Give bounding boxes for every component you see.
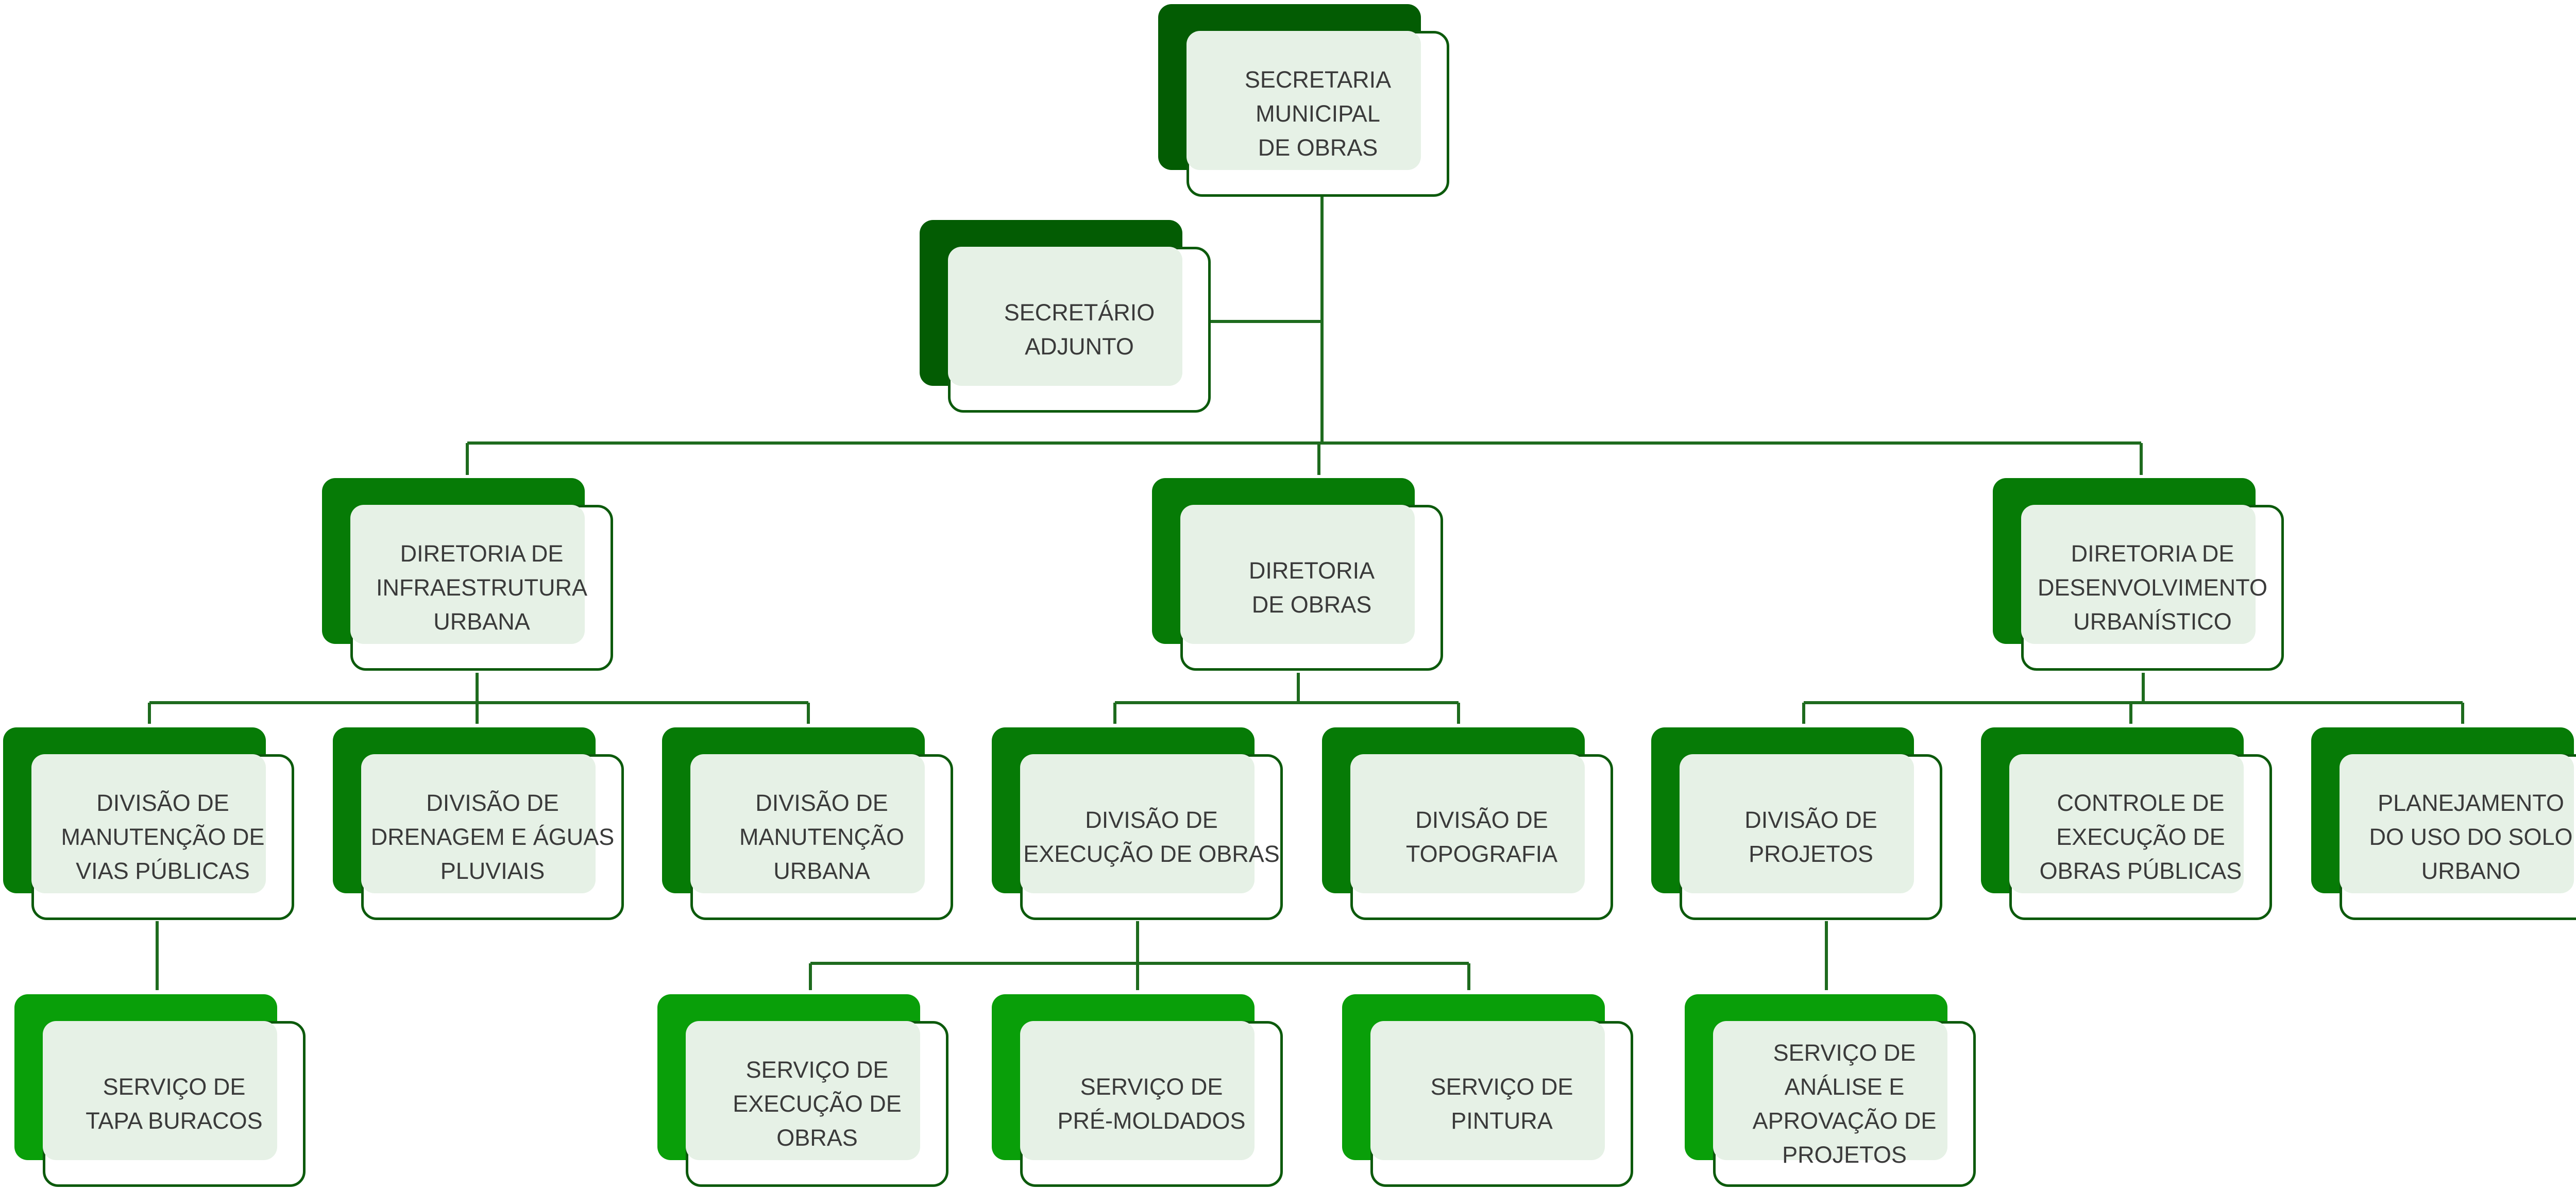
org-node-div-execucao: DIVISÃO DE EXECUÇÃO DE OBRAS — [992, 727, 1283, 920]
node-overlap-tint — [1370, 1021, 1605, 1160]
org-node-serv-pre-moldados: SERVIÇO DE PRÉ-MOLDADOS — [992, 994, 1283, 1187]
node-overlap-tint — [2021, 505, 2256, 644]
node-label: DIVISÃO DE TOPOGRAFIA — [1405, 807, 1558, 867]
node-label: DIVISÃO DE EXECUÇÃO DE OBRAS — [1023, 807, 1280, 867]
org-node-diretoria-desenv: DIRETORIA DE DESENVOLVIMENTO URBANÍSTICO — [1993, 478, 2284, 671]
org-node-div-topografia: DIVISÃO DE TOPOGRAFIA — [1322, 727, 1613, 920]
node-overlap-tint — [1180, 505, 1415, 644]
node-overlap-tint — [361, 754, 596, 893]
org-node-div-manut-vias: DIVISÃO DE MANUTENÇÃO DE VIAS PÚBLICAS — [3, 727, 294, 920]
org-node-div-manut-urbana: DIVISÃO DE MANUTENÇÃO URBANA — [662, 727, 953, 920]
node-label: SECRETARIA MUNICIPAL DE OBRAS — [1244, 66, 1392, 161]
node-label: SERVIÇO DE PRÉ-MOLDADOS — [1057, 1074, 1246, 1134]
org-node-secretaria: SECRETARIA MUNICIPAL DE OBRAS — [1158, 4, 1449, 197]
org-node-controle-execucao: CONTROLE DE EXECUÇÃO DE OBRAS PÚBLICAS — [1981, 727, 2272, 920]
org-node-div-projetos: DIVISÃO DE PROJETOS — [1651, 727, 1942, 920]
node-label: DIRETORIA DE OBRAS — [1248, 557, 1375, 618]
node-label: SERVIÇO DE EXECUÇÃO DE OBRAS — [733, 1057, 902, 1151]
node-label: DIRETORIA DE DESENVOLVIMENTO URBANÍSTICO — [2038, 540, 2267, 635]
node-label: DIVISÃO DE DRENAGEM E ÁGUAS PLUVIAIS — [370, 790, 615, 884]
node-overlap-tint — [1187, 31, 1421, 170]
org-node-serv-analise: SERVIÇO DE ANÁLISE E APROVAÇÃO DE PROJET… — [1685, 994, 1976, 1187]
node-overlap-tint — [350, 505, 585, 644]
org-node-secretario-adjunto: SECRETÁRIO ADJUNTO — [920, 220, 1211, 413]
org-node-serv-pintura: SERVIÇO DE PINTURA — [1342, 994, 1633, 1187]
node-overlap-tint — [43, 1021, 277, 1160]
node-overlap-tint — [2009, 754, 2244, 893]
node-label: SERVIÇO DE TAPA BURACOS — [86, 1074, 263, 1134]
node-label: DIVISÃO DE MANUTENÇÃO URBANA — [739, 790, 904, 884]
node-label: CONTROLE DE EXECUÇÃO DE OBRAS PÚBLICAS — [2039, 790, 2242, 884]
node-label: SERVIÇO DE ANÁLISE E APROVAÇÃO DE PROJET… — [1752, 1040, 1937, 1168]
node-overlap-tint — [31, 754, 266, 893]
node-overlap-tint — [1713, 1021, 1947, 1160]
node-overlap-tint — [690, 754, 925, 893]
node-label: DIVISÃO DE MANUTENÇÃO DE VIAS PÚBLICAS — [61, 790, 265, 884]
node-label: PLANEJAMENTO DO USO DO SOLO URBANO — [2369, 790, 2573, 884]
node-overlap-tint — [1680, 754, 1914, 893]
node-overlap-tint — [1350, 754, 1585, 893]
org-node-serv-tapa-buracos: SERVIÇO DE TAPA BURACOS — [14, 994, 306, 1187]
org-node-div-drenagem: DIVISÃO DE DRENAGEM E ÁGUAS PLUVIAIS — [333, 727, 624, 920]
org-node-diretoria-infra: DIRETORIA DE INFRAESTRUTURA URBANA — [322, 478, 613, 671]
org-node-diretoria-obras: DIRETORIA DE OBRAS — [1152, 478, 1443, 671]
node-overlap-tint — [2340, 754, 2574, 893]
node-overlap-tint — [1020, 1021, 1255, 1160]
node-overlap-tint — [686, 1021, 920, 1160]
node-label: SECRETÁRIO ADJUNTO — [1004, 299, 1155, 360]
org-node-planejamento-solo: PLANEJAMENTO DO USO DO SOLO URBANO — [2311, 727, 2576, 920]
org-node-serv-execucao: SERVIÇO DE EXECUÇÃO DE OBRAS — [657, 994, 948, 1187]
node-overlap-tint — [948, 247, 1182, 386]
node-label: DIRETORIA DE INFRAESTRUTURA URBANA — [376, 540, 587, 635]
node-label: DIVISÃO DE PROJETOS — [1744, 807, 1877, 867]
node-overlap-tint — [1020, 754, 1255, 893]
node-label: SERVIÇO DE PINTURA — [1430, 1074, 1573, 1134]
